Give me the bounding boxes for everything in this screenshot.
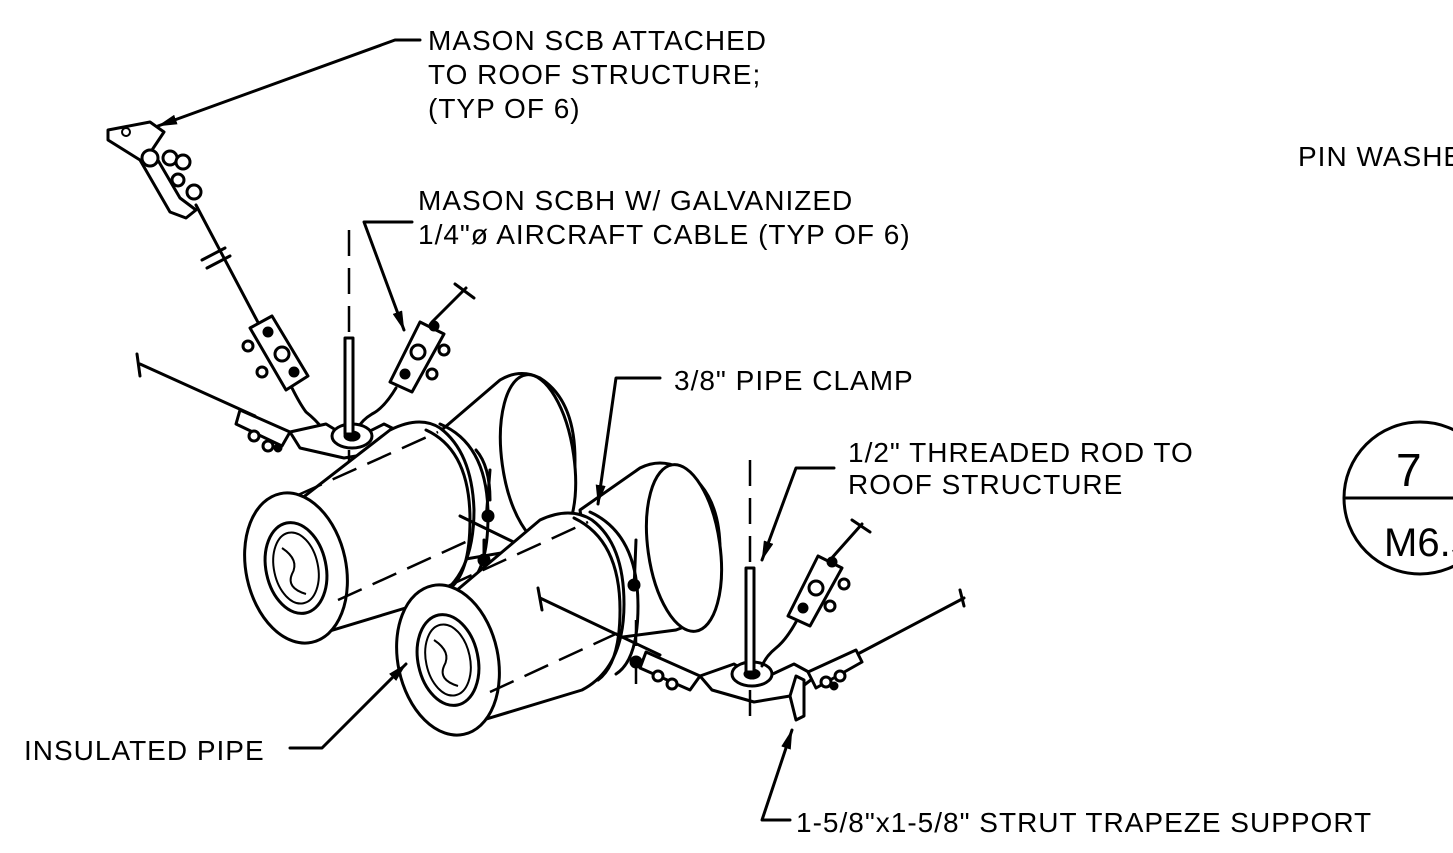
lateral-clamp-left — [234, 408, 292, 453]
lateral-cable-right-a — [538, 596, 662, 657]
seismic-cable-right-b — [828, 522, 864, 562]
label-scb-3: (TYP OF 6) — [428, 93, 581, 124]
leader-insulated-pipe — [288, 662, 408, 750]
detail-reference-bubble: 7 M6.5 — [1342, 420, 1453, 576]
leader-threaded-rod — [760, 466, 836, 562]
label-insulated-pipe: INSULATED PIPE — [24, 735, 265, 766]
callout-labels: MASON SCB ATTACHED TO ROOF STRUCTURE; (T… — [24, 25, 1453, 838]
leader-lines — [156, 38, 836, 822]
label-rod-2: ROOF STRUCTURE — [848, 469, 1123, 500]
back-pipes — [428, 372, 724, 642]
label-pin-washer: PIN WASHER — [1298, 141, 1453, 172]
detail-number: 7 — [1396, 444, 1422, 496]
insulated-pipe-left — [243, 420, 492, 645]
bubble-circle — [1342, 420, 1453, 576]
label-rod-1: 1/2" THREADED ROD TO — [848, 437, 1194, 468]
leader-scbh — [362, 220, 414, 332]
threaded-rod-left — [343, 336, 355, 436]
label-scb-2: TO ROOF STRUCTURE; — [428, 59, 761, 90]
scb-roof-clip — [106, 120, 203, 220]
leader-scb — [156, 38, 422, 128]
label-scbh-2: 1/4"ø AIRCRAFT CABLE (TYP OF 6) — [418, 219, 911, 250]
cable-clamp-left-1 — [241, 314, 324, 430]
label-scb-1: MASON SCB ATTACHED — [428, 25, 767, 56]
leader-pipe-clamp — [595, 376, 662, 506]
label-strut: 1-5/8"x1-5/8" STRUT TRAPEZE SUPPORT — [796, 807, 1372, 838]
threaded-rod-right — [744, 566, 756, 674]
cable-break-mark — [200, 246, 227, 262]
lateral-cable-left — [138, 362, 257, 418]
label-scbh-1: MASON SCBH W/ GALVANIZED — [418, 185, 853, 216]
seismic-cable-left — [194, 203, 264, 332]
label-pipe-clamp: 3/8" PIPE CLAMP — [674, 365, 914, 396]
seismic-cable-right — [430, 286, 468, 324]
leader-strut — [760, 728, 794, 822]
right-trapeze-assembly — [536, 460, 966, 722]
cable-clamp-left-2 — [356, 320, 451, 430]
detail-sheet: M6.5 — [1384, 521, 1453, 565]
lateral-clamp-right-a — [629, 650, 702, 692]
cable-clamp-right — [760, 554, 851, 668]
insulated-pipe-right — [395, 510, 640, 737]
lateral-clamp-right-b — [806, 648, 864, 691]
